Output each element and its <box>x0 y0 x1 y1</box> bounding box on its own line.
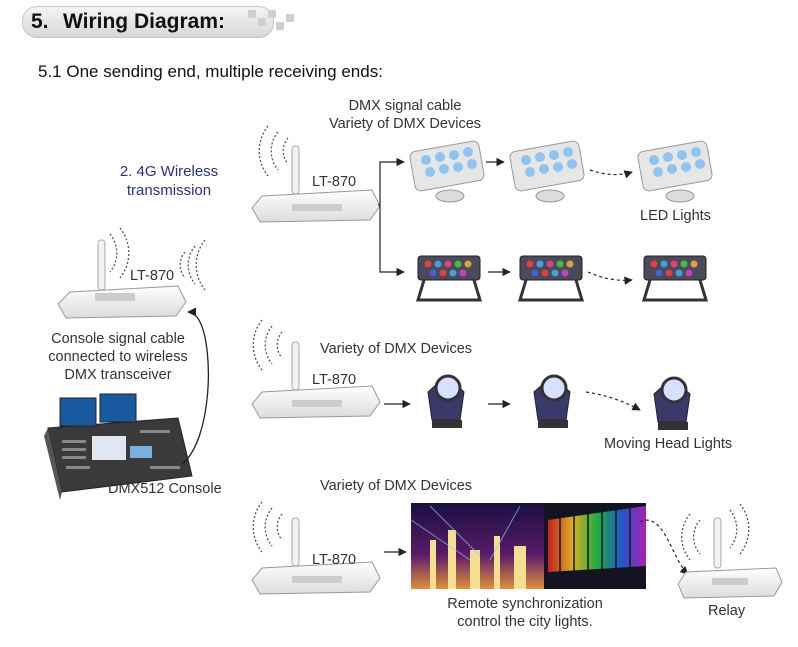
arrow-dashed <box>639 519 689 575</box>
console-cable-caption: Console signal cable connected to wirele… <box>28 330 208 384</box>
caption-line: control the city lights. <box>457 614 593 630</box>
console-label: DMX512 Console <box>108 481 222 497</box>
dmx-line-top <box>378 157 405 206</box>
city-lights-photo <box>410 503 646 589</box>
led-bar-light <box>517 255 585 302</box>
row2-device-label: LT-870 <box>312 372 357 388</box>
row1-device-label: LT-870 <box>312 174 357 190</box>
decor-pixel <box>286 14 294 22</box>
decor-pixel <box>258 18 266 26</box>
wireless-label: 2. 4G Wireless transmission <box>104 162 234 200</box>
moving-head-light <box>653 376 691 430</box>
row3-transceiver <box>251 501 381 595</box>
row1-transceiver <box>251 125 381 223</box>
led-lights-label: LED Lights <box>640 208 711 224</box>
decor-pixel <box>268 10 276 18</box>
dmx-line-bottom <box>379 205 405 277</box>
wireless-label-line: 2. 4G Wireless <box>119 163 219 180</box>
led-wash-light <box>637 140 713 203</box>
caption-line: Console signal cable <box>51 331 185 347</box>
led-wash-light <box>409 140 485 203</box>
row3-device-label: LT-870 <box>312 552 357 568</box>
section-title: Wiring Diagram: <box>63 10 225 33</box>
dmx512-console <box>44 393 193 500</box>
moving-head-label: Moving Head Lights <box>604 436 733 452</box>
caption-line: DMX signal cable <box>348 98 462 114</box>
led-wash-light <box>509 140 585 203</box>
left-device-label: LT-870 <box>130 268 175 284</box>
row2-transceiver <box>251 319 381 419</box>
row2-caption: Variety of DMX Devices <box>320 341 473 357</box>
console-signal-cable <box>181 307 210 465</box>
section-header: 5. Wiring Diagram: <box>22 6 274 38</box>
caption-line: DMX transceiver <box>64 367 172 383</box>
section-number: 5. <box>31 10 49 33</box>
caption-line: Variety of DMX Devices <box>328 116 482 132</box>
relay-label: Relay <box>708 603 746 619</box>
caption-line: Remote synchronization <box>447 596 603 612</box>
row3-caption: Variety of DMX Devices <box>320 478 473 494</box>
remote-caption: Remote synchronization control the city … <box>420 595 630 631</box>
relay-device <box>677 503 783 599</box>
caption-line: connected to wireless <box>48 349 188 365</box>
decor-pixel <box>276 22 284 30</box>
row1-caption: DMX signal cable Variety of DMX Devices <box>300 97 510 133</box>
arrow-dashed <box>585 391 641 411</box>
led-bar-light <box>415 255 483 302</box>
arrow-dashed <box>589 169 633 179</box>
subsection-title: 5.1 One sending end, multiple receiving … <box>38 62 383 81</box>
decor-pixel <box>248 10 256 18</box>
wireless-label-line: transmission <box>126 182 212 199</box>
moving-head-light <box>533 374 571 428</box>
arrow-dashed <box>587 271 633 285</box>
left-transceiver <box>57 227 206 319</box>
led-bar-light <box>641 255 709 302</box>
moving-head-light <box>427 374 465 428</box>
